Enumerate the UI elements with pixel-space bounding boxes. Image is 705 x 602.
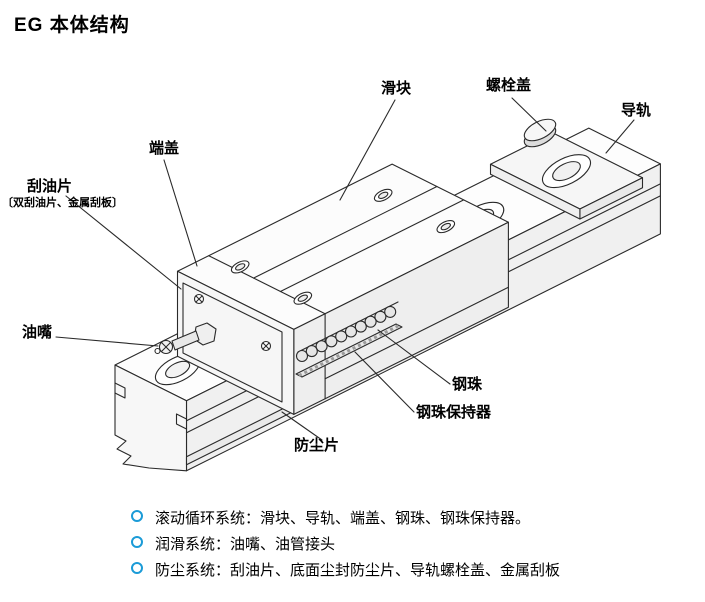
page-title: EG 本体结构	[14, 15, 130, 36]
note-lubrication-system: 润滑系统：油嘴、油管接头	[131, 533, 560, 554]
label-bolt-cover: 螺栓盖	[486, 77, 532, 94]
system-notes: 滚动循环系统：滑块、导轨、端盖、钢珠、钢珠保持器。 润滑系统：油嘴、油管接头 防…	[131, 507, 560, 585]
grease-nipple-drawing	[154, 322, 217, 355]
ball-retainer-drawing	[295, 301, 403, 378]
label-slider: 滑块	[381, 80, 412, 97]
label-grease-nipple: 油嘴	[22, 324, 53, 341]
leader-end-cap	[163, 159, 198, 267]
label-ball-retainer: 钢珠保持器	[416, 404, 492, 421]
label-rail: 导轨	[621, 102, 652, 119]
leader-rail	[605, 119, 635, 154]
circle-bullet-icon	[131, 510, 143, 522]
circle-bullet-icon	[131, 536, 143, 548]
label-end-cap: 端盖	[149, 140, 180, 157]
slider-block-drawing	[176, 163, 509, 415]
note-rolling-system: 滚动循环系统：滑块、导轨、端盖、钢珠、钢珠保持器。	[131, 507, 560, 528]
leader-dust-strip	[281, 411, 323, 441]
leader-steel-ball	[377, 329, 451, 385]
label-oil-scraper-note: 〔双刮油片、金属刮板〕	[2, 197, 123, 209]
leader-lines	[55, 97, 635, 441]
leader-slider	[339, 99, 396, 201]
circle-bullet-icon	[131, 562, 143, 574]
leader-ball-retainer	[354, 351, 415, 413]
note-text: 润滑系统：油嘴、油管接头	[155, 536, 336, 553]
leader-grease-nipple	[55, 336, 159, 347]
label-dust-strip: 防尘片	[294, 437, 340, 454]
label-oil-scraper: 刮油片	[27, 178, 73, 195]
bolt-cover-drawing	[489, 118, 644, 220]
leader-bolt-cover	[511, 97, 547, 132]
note-text: 防尘系统：刮油片、底面尘封防尘片、导轨螺栓盖、金属刮板	[155, 562, 561, 579]
note-dustproof-system: 防尘系统：刮油片、底面尘封防尘片、导轨螺栓盖、金属刮板	[131, 559, 560, 580]
label-steel-ball: 钢珠	[452, 376, 483, 393]
leader-oil-scraper	[65, 195, 182, 290]
note-text: 滚动循环系统：滑块、导轨、端盖、钢珠、钢珠保持器。	[155, 510, 531, 527]
